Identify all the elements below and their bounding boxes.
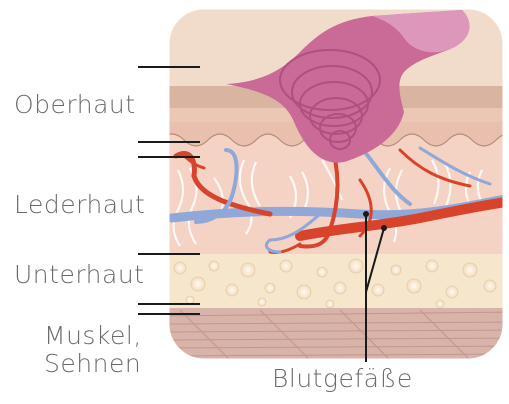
label-muskel-line1: Muskel, — [44, 322, 142, 350]
skin-layers — [160, 0, 509, 368]
pointer-dot-artery — [381, 225, 387, 231]
label-muskel-sehnen: Muskel, Sehnen — [44, 322, 142, 378]
label-oberhaut: Oberhaut — [14, 92, 136, 117]
label-muskel-line2: Sehnen — [44, 350, 142, 378]
label-blutgefaesse: Blutgefäße — [272, 366, 413, 391]
label-unterhaut: Unterhaut — [14, 262, 144, 287]
label-lederhaut: Lederhaut — [14, 192, 145, 217]
pointer-dot-vein — [363, 211, 369, 217]
